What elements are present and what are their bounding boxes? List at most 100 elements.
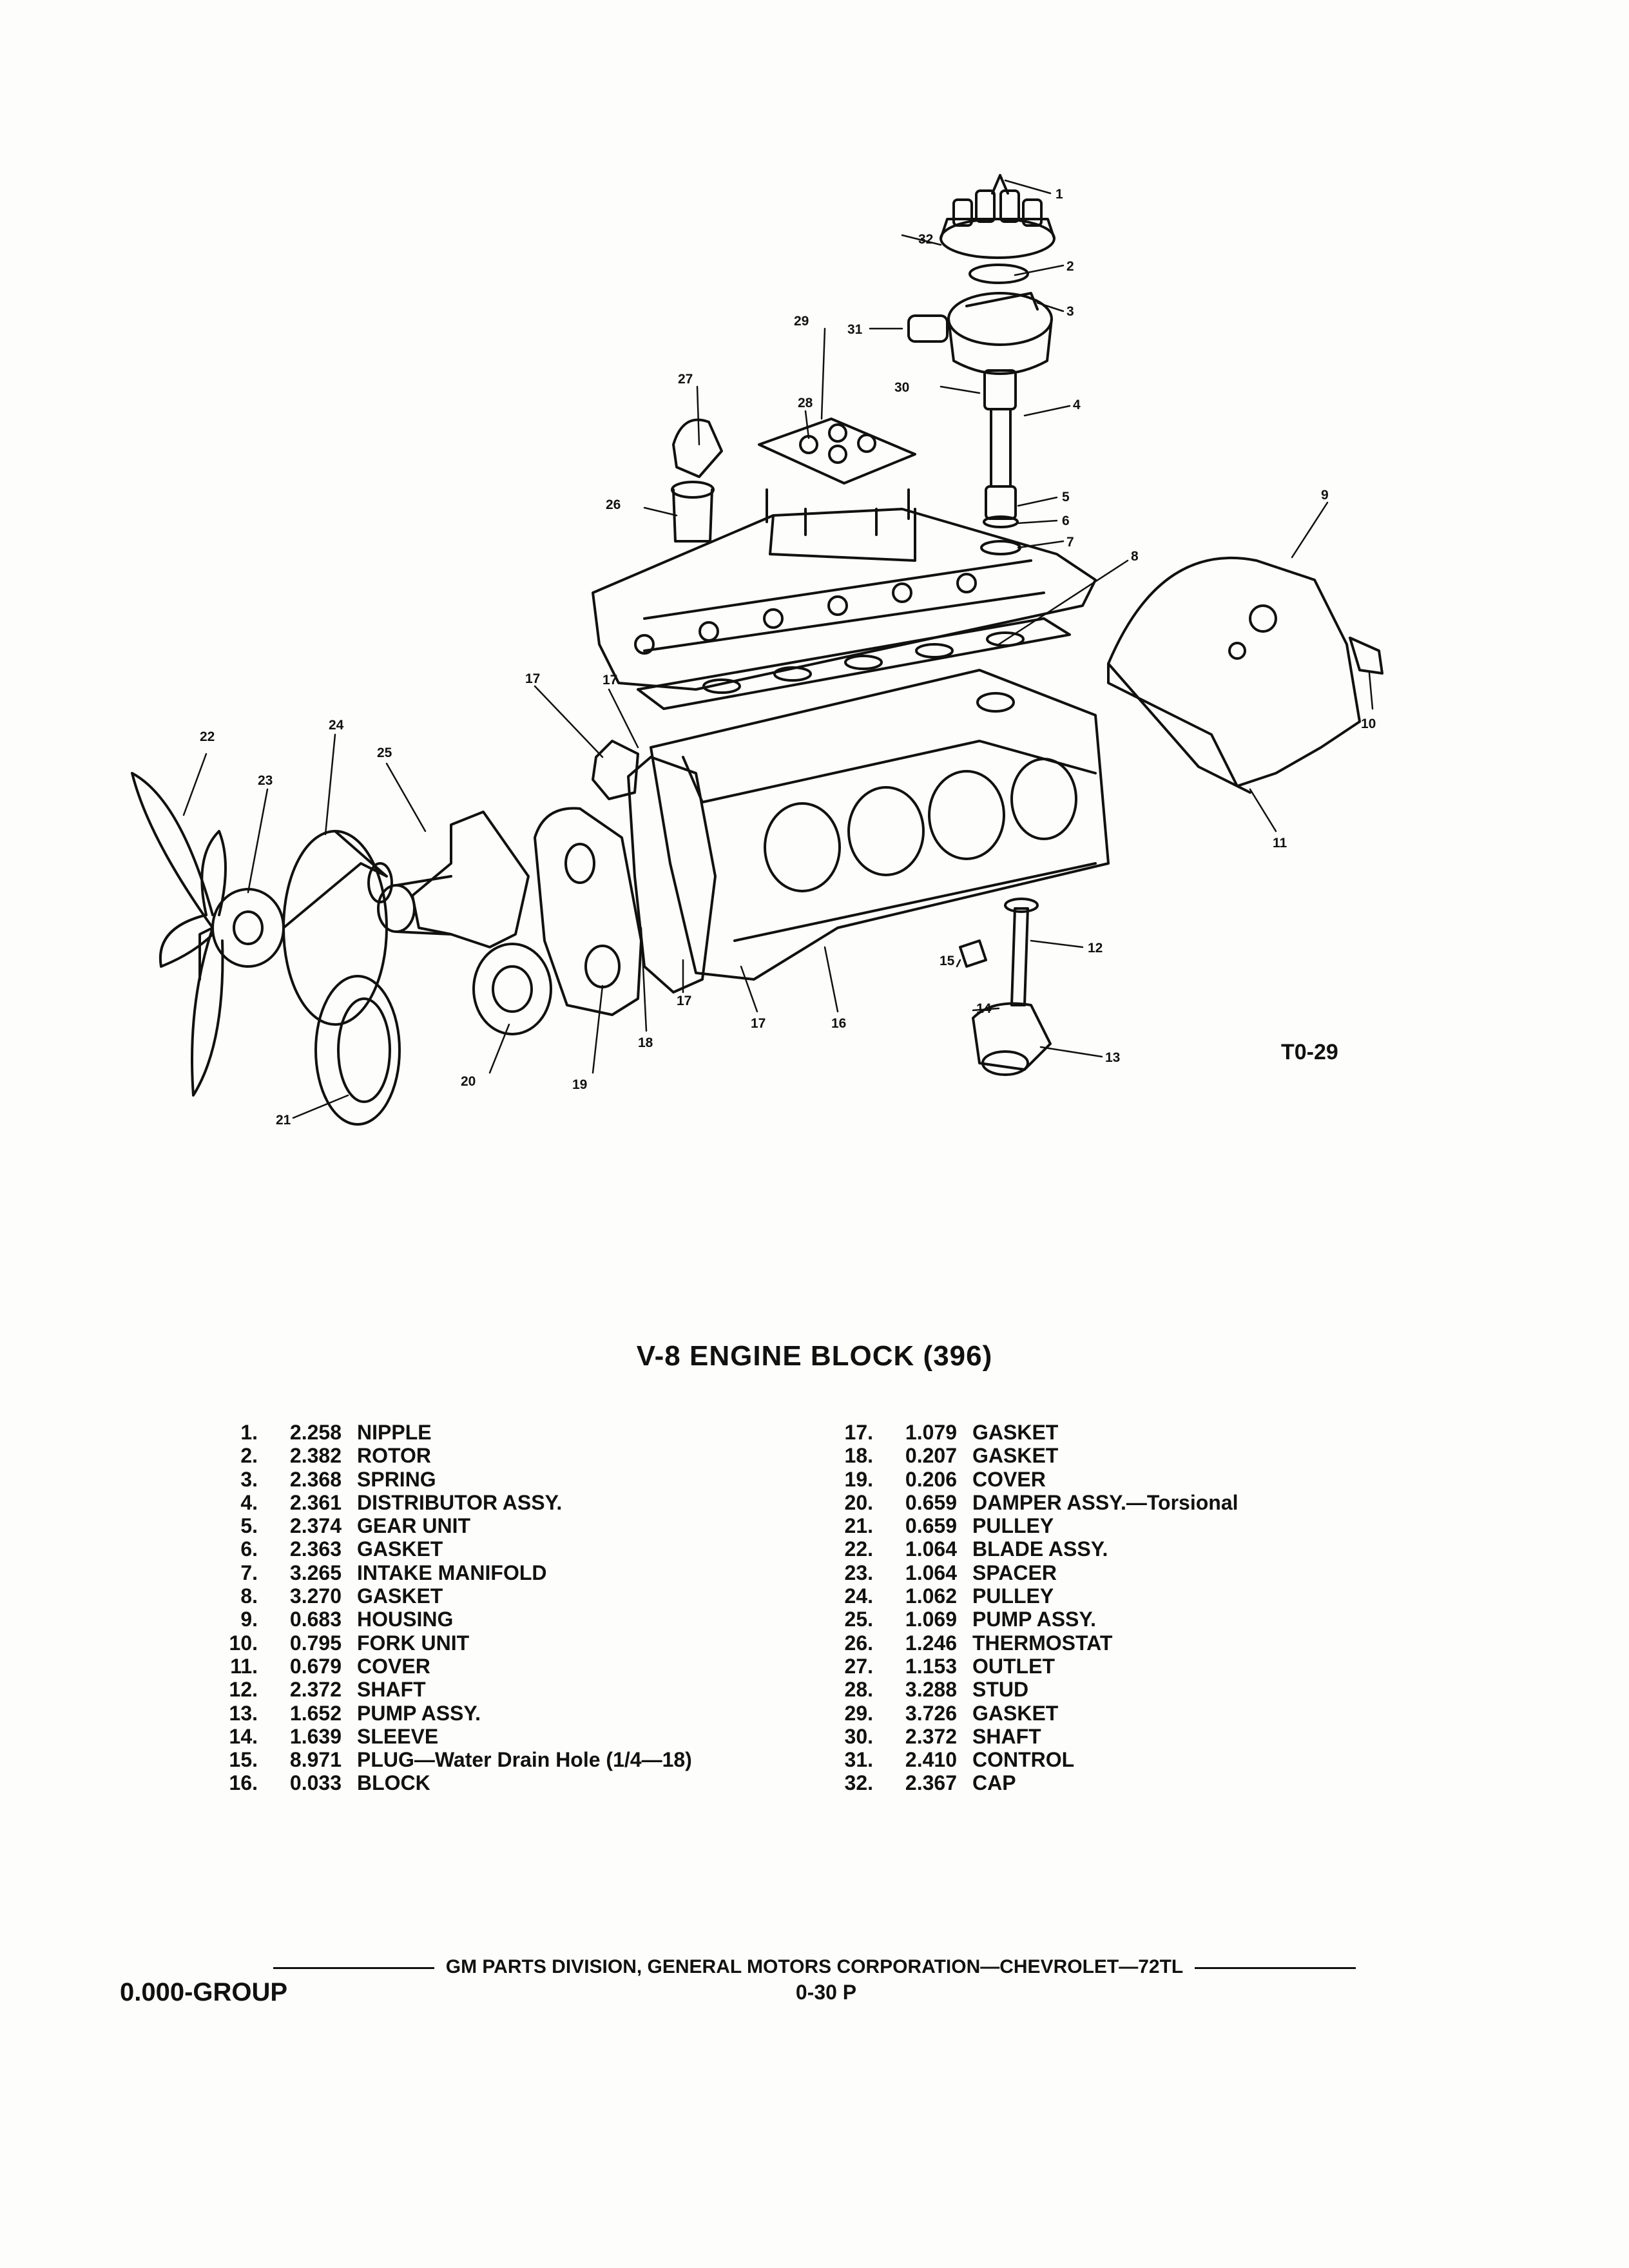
callout-21: 21 xyxy=(276,1113,291,1128)
callout-17-a: 17 xyxy=(525,671,540,686)
part-code: 1.064 xyxy=(905,1537,957,1561)
part-name: SLEEVE xyxy=(357,1724,439,1748)
part-code: 3.270 xyxy=(289,1584,342,1608)
callout-19: 19 xyxy=(572,1077,587,1092)
part-code: 8.971 xyxy=(289,1748,342,1772)
page-title: V-8 ENGINE BLOCK (396) xyxy=(636,1340,993,1372)
part-number: 16. xyxy=(229,1771,258,1795)
part-number: 26. xyxy=(844,1631,873,1655)
callout-9: 9 xyxy=(1321,488,1329,503)
part-code: 1.064 xyxy=(905,1561,957,1584)
part-number: 9. xyxy=(240,1608,258,1631)
part-name: CONTROL xyxy=(972,1748,1075,1772)
part-name: DAMPER ASSY.—Torsional xyxy=(972,1490,1239,1514)
part-code: 1.062 xyxy=(905,1584,957,1608)
part-number: 32. xyxy=(844,1771,873,1795)
part-name: COVER xyxy=(972,1467,1046,1491)
callout-3: 3 xyxy=(1066,304,1074,319)
callout-13: 13 xyxy=(1105,1050,1120,1065)
callout-11: 11 xyxy=(1273,836,1287,850)
part-number: 14. xyxy=(229,1724,258,1748)
page-number: 0-30 P xyxy=(795,1981,857,2004)
fan-blade-part xyxy=(131,772,227,1097)
part-name: CAP xyxy=(972,1771,1016,1795)
callout-4: 4 xyxy=(1073,398,1081,412)
callout-5: 5 xyxy=(1062,490,1070,505)
part-code: 3.288 xyxy=(905,1678,957,1702)
callout-numbers: 1 2 3 4 5 6 7 8 9 10 11 12 13 14 15 16 1… xyxy=(200,187,1376,1128)
part-code: 1.079 xyxy=(905,1421,957,1444)
part-code: 0.207 xyxy=(905,1444,957,1468)
callout-25: 25 xyxy=(377,745,392,760)
part-code: 2.374 xyxy=(289,1514,342,1538)
callout-12: 12 xyxy=(1088,941,1103,956)
fork-unit-part xyxy=(1349,637,1383,675)
part-name: GASKET xyxy=(972,1444,1059,1468)
part-name: THERMOSTAT xyxy=(972,1631,1113,1655)
part-number: 3. xyxy=(240,1467,258,1491)
part-number: 28. xyxy=(844,1678,873,1702)
part-number: 20. xyxy=(844,1490,873,1514)
part-code: 0.659 xyxy=(905,1514,957,1538)
part-code: 1.652 xyxy=(289,1701,342,1725)
callout-14: 14 xyxy=(976,1001,992,1016)
part-number: 21. xyxy=(844,1514,873,1538)
part-name: GASKET xyxy=(357,1537,443,1561)
callout-17-b: 17 xyxy=(602,673,617,687)
callout-18: 18 xyxy=(638,1035,653,1050)
parts-list-row: 20. 0.659 DAMPER ASSY.—Torsional xyxy=(834,1491,1239,1514)
distributor-top-part xyxy=(907,264,1053,375)
part-code: 2.368 xyxy=(289,1467,342,1491)
callout-22: 22 xyxy=(200,729,215,744)
distributor-cap-part xyxy=(940,174,1055,259)
water-pump-part xyxy=(377,811,530,948)
thermostat-outlet-part xyxy=(671,418,723,543)
engine-block-part xyxy=(650,669,1110,981)
intake-manifold-part xyxy=(592,508,1097,691)
oil-pump-part xyxy=(972,898,1052,1076)
part-name: HOUSING xyxy=(357,1608,454,1631)
part-code: 1.069 xyxy=(905,1608,957,1631)
part-name: ROTOR xyxy=(357,1444,431,1468)
part-number: 27. xyxy=(844,1654,873,1678)
part-code: 3.726 xyxy=(905,1701,957,1725)
callout-24: 24 xyxy=(329,718,344,733)
part-code: 0.659 xyxy=(905,1490,957,1514)
callout-27: 27 xyxy=(678,372,693,387)
callout-20: 20 xyxy=(461,1074,476,1089)
engine-exploded-diagram: 1 2 3 4 5 6 7 8 9 10 11 12 13 14 15 16 1… xyxy=(131,174,1383,1128)
footer-group: 0.000-GROUP xyxy=(120,1978,288,2006)
part-number: 11. xyxy=(230,1654,258,1678)
part-number: 6. xyxy=(240,1537,258,1561)
part-code: 2.367 xyxy=(905,1771,957,1795)
distributor-shaft-part xyxy=(980,369,1021,555)
callout-17-d: 17 xyxy=(751,1016,766,1031)
fan-pulley-part xyxy=(282,830,393,1026)
part-number: 7. xyxy=(240,1561,258,1584)
manifold-gasket-part xyxy=(637,617,1071,710)
part-name: PLUG—Water Drain Hole (1/4—18) xyxy=(357,1748,692,1772)
torsional-damper-part xyxy=(472,943,552,1035)
part-name: PUMP ASSY. xyxy=(972,1608,1097,1631)
footer-rule-right xyxy=(1195,1966,1356,1969)
part-code: 2.361 xyxy=(289,1490,342,1514)
part-code: 2.372 xyxy=(905,1724,957,1748)
